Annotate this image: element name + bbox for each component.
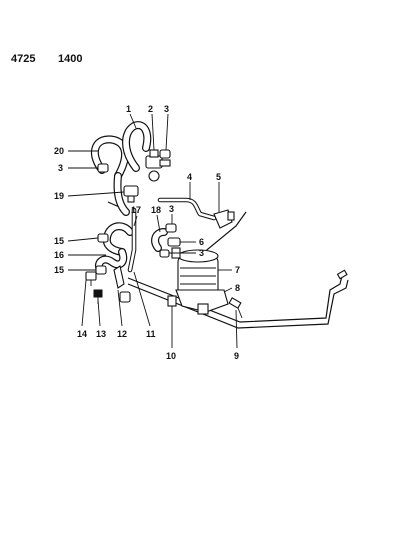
hose-clamp-15-lower <box>95 265 107 275</box>
callout-3-top: 3 <box>164 104 169 114</box>
callout-14: 14 <box>77 329 87 339</box>
callout-15-lower: 15 <box>54 265 64 275</box>
hose-20 <box>90 135 129 180</box>
tube-4 <box>157 197 217 221</box>
callout-3-left: 3 <box>58 163 63 173</box>
callout-10: 10 <box>166 351 176 361</box>
hose-clamp-15-upper <box>97 233 109 243</box>
diagram-code-left: 4725 <box>11 53 35 65</box>
connector-19 <box>123 185 139 203</box>
callout-labels: 1 2 3 20 3 4 5 19 17 18 3 15 6 3 16 7 15… <box>54 104 240 361</box>
callout-19: 19 <box>54 191 64 201</box>
bolt-9 <box>228 297 243 319</box>
bolt-14 <box>85 271 97 286</box>
callout-6: 6 <box>199 237 204 247</box>
callout-20: 20 <box>54 146 64 156</box>
callout-1: 1 <box>126 104 131 114</box>
callout-17: 17 <box>131 205 141 215</box>
callout-18: 18 <box>151 205 161 215</box>
callout-9: 9 <box>234 351 239 361</box>
leader-lines <box>67 113 238 349</box>
callout-5: 5 <box>216 172 221 182</box>
callout-3-middle: 3 <box>169 204 174 214</box>
hose-18 <box>151 228 168 252</box>
bracket-8 <box>175 289 229 315</box>
callout-3-right: 3 <box>199 248 204 258</box>
hose-clamp-upper-right <box>159 149 171 159</box>
hose-17 <box>102 222 134 256</box>
callout-8: 8 <box>235 283 240 293</box>
callout-7: 7 <box>235 265 240 275</box>
connector-6 <box>167 237 181 247</box>
canister-7 <box>171 247 219 297</box>
diagram-code-right: 1400 <box>58 53 82 65</box>
callout-13: 13 <box>96 329 106 339</box>
hose-clamp-lower-mid <box>159 249 170 258</box>
callout-16: 16 <box>54 250 64 260</box>
sensor-5 <box>213 209 235 229</box>
hose-16 <box>95 248 128 274</box>
callout-12: 12 <box>117 329 127 339</box>
vacuum-valve <box>145 149 171 182</box>
callout-15-upper: 15 <box>54 236 64 246</box>
callout-4: 4 <box>187 172 192 182</box>
hose-19 <box>113 172 130 216</box>
callout-2: 2 <box>148 104 153 114</box>
hose-clamp-upper-left <box>97 163 109 173</box>
hose-clamp-middle <box>165 223 177 233</box>
callout-11: 11 <box>146 329 156 339</box>
fitting-10 <box>167 295 177 307</box>
hose-1 <box>122 121 152 172</box>
bracket-12 <box>113 265 131 303</box>
tube-11 <box>127 207 137 273</box>
